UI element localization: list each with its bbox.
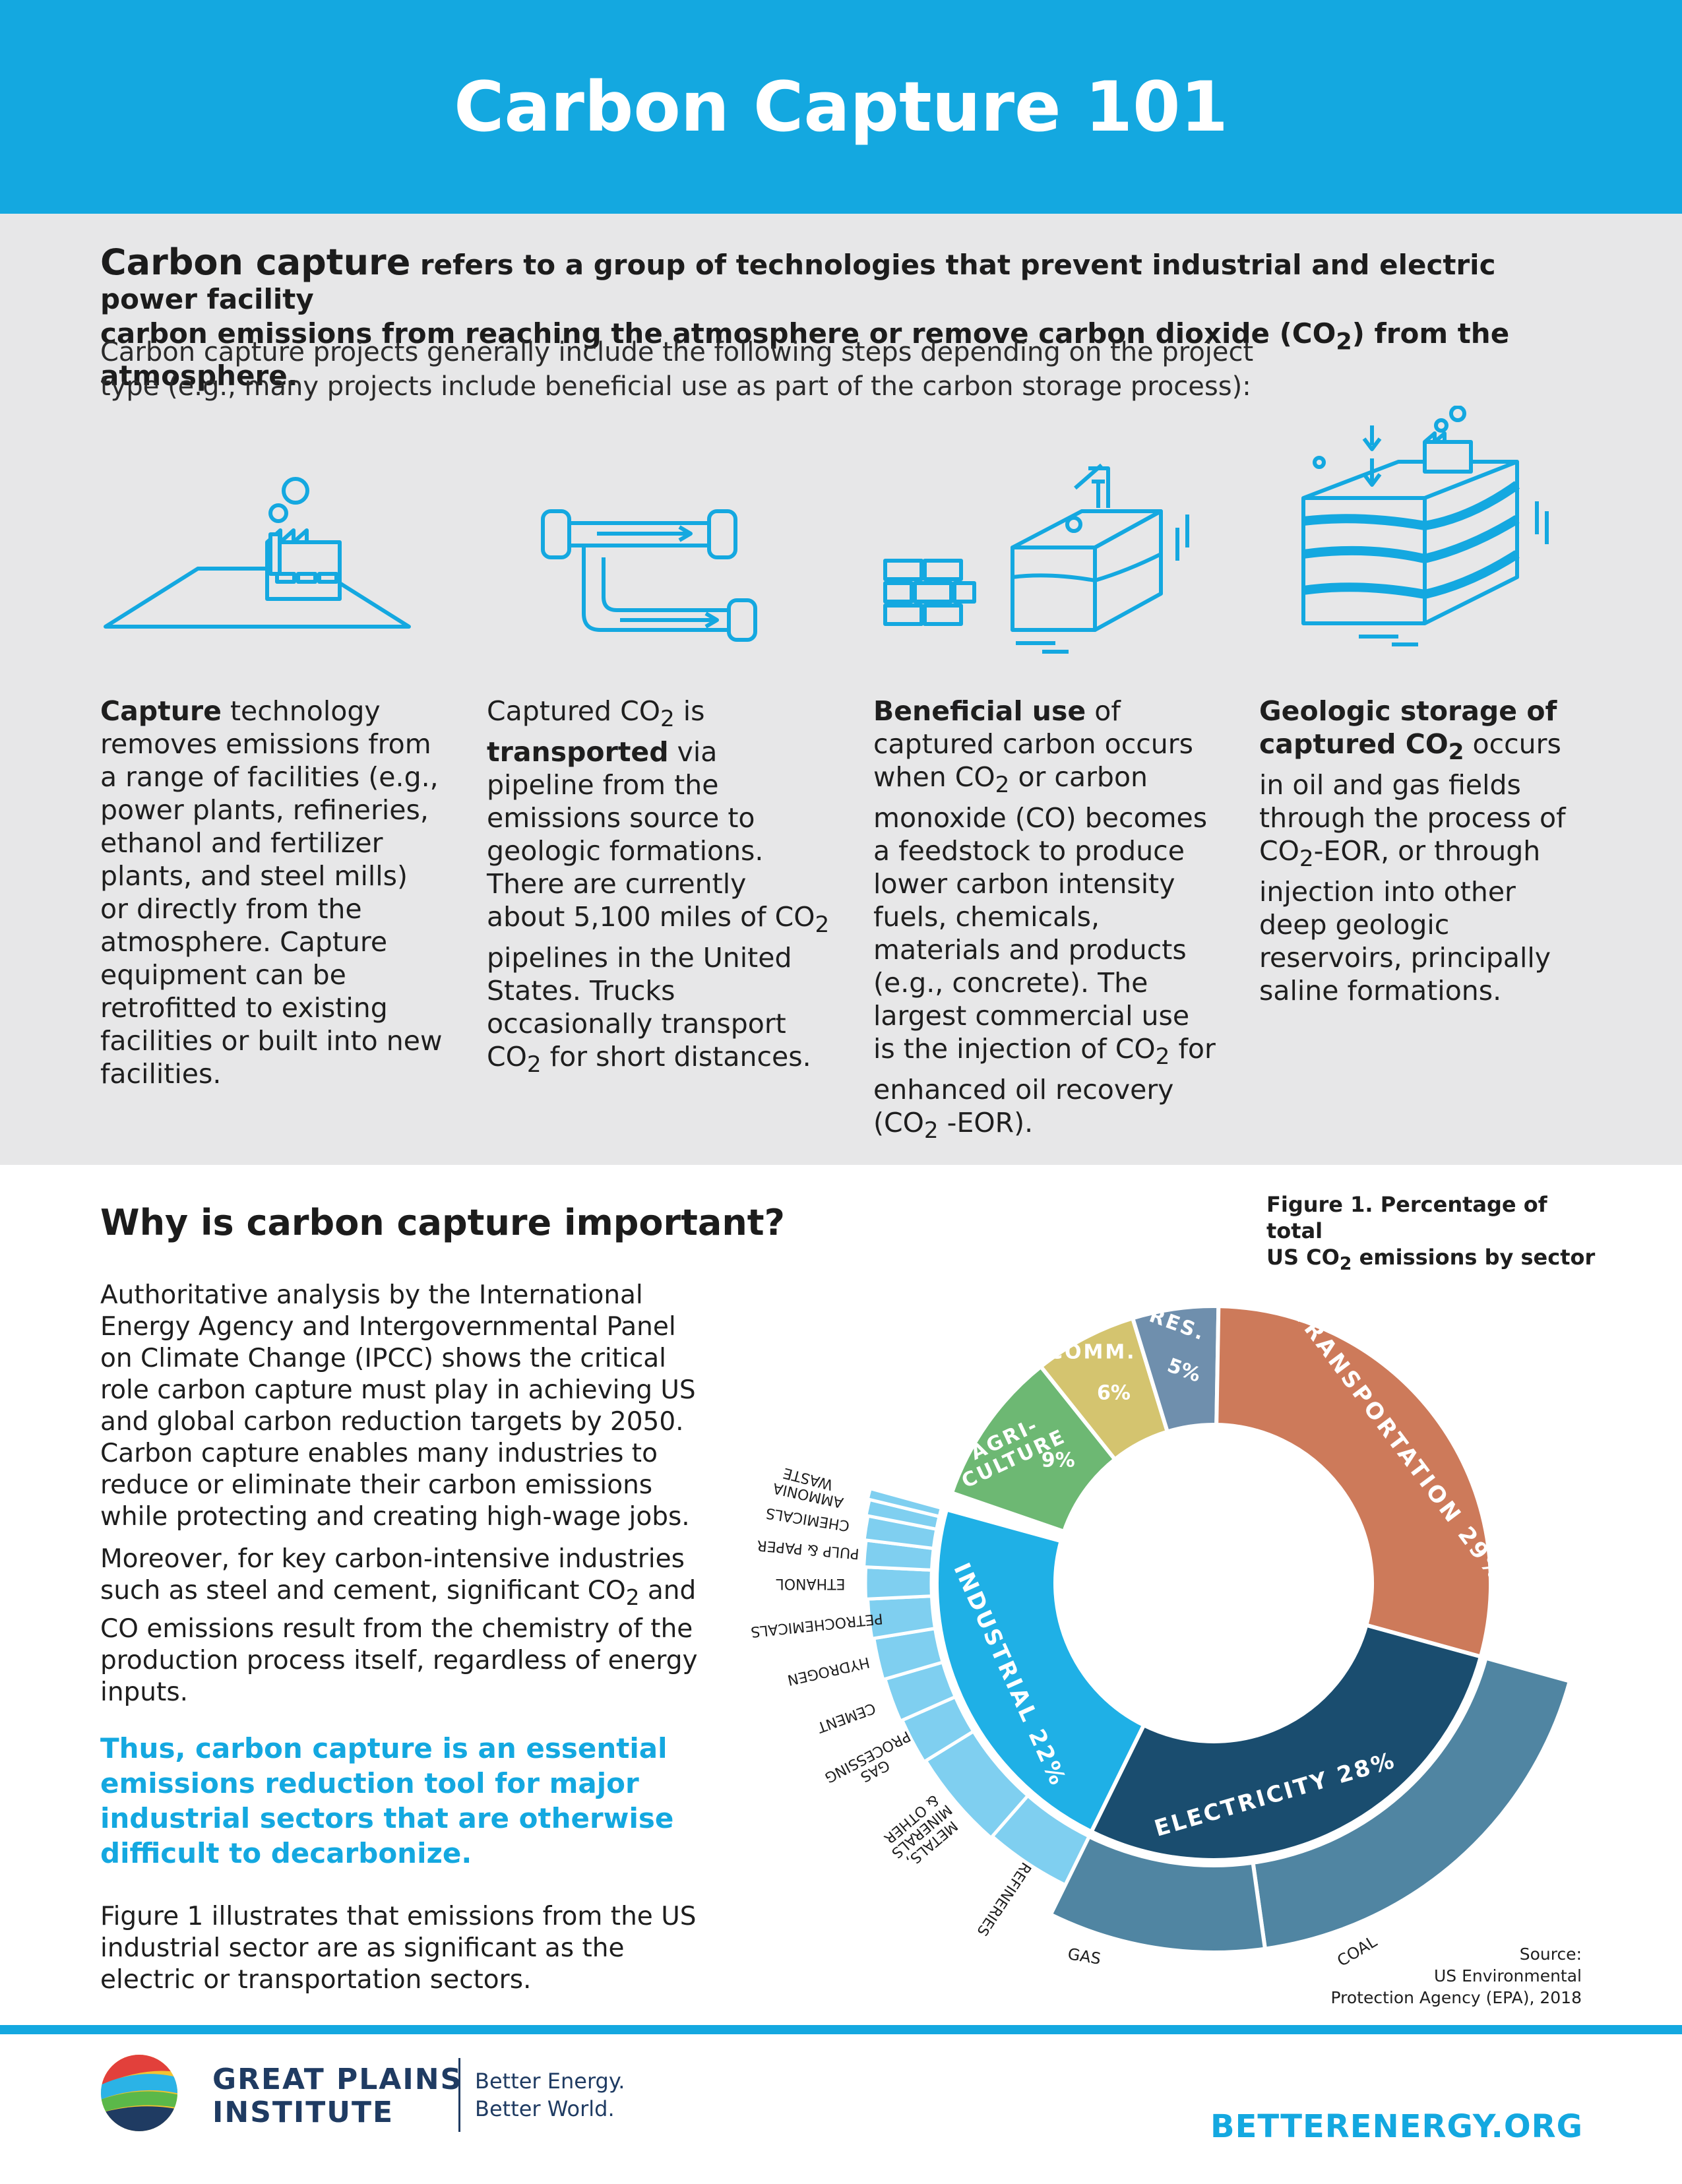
step-use-t1: of captured carbon occurs when CO — [873, 695, 1194, 793]
step-storage-t2: -EOR, or through injection into other de… — [1259, 835, 1551, 1007]
why-paragraph-2-b: and CO emissions result from the chemist… — [100, 1576, 698, 1707]
step-transport-t4: pipelines in the United States. Trucks o… — [487, 942, 792, 1073]
step-transport-t5: for short distances. — [541, 1041, 811, 1073]
step-transport-sub: 2 — [815, 912, 830, 939]
definition-rest-1: refers to a group of technologies that p… — [100, 249, 1496, 315]
figure-caption: Figure 1. Percentage of total US CO2 emi… — [1266, 1191, 1596, 1277]
sector-slice-transportation — [1214, 1304, 1493, 1660]
step-capture-body: technology removes emissions from a rang… — [100, 695, 443, 1090]
figure-caption-line2a: US CO — [1266, 1245, 1340, 1270]
commercial-label: COMM. — [1048, 1340, 1137, 1363]
agriculture-value: 9% — [1042, 1449, 1075, 1472]
sector-slice-industrial — [935, 1507, 1147, 1834]
page-title: Carbon Capture 101 — [454, 67, 1228, 147]
intro-panel — [0, 214, 1682, 1165]
why-paragraph-1: Authoritative analysis by the Internatio… — [100, 1280, 696, 1532]
figure-caption-line2b: emissions by sector — [1352, 1245, 1596, 1270]
step-storage-title-sub: 2 — [1448, 739, 1464, 766]
step-transport-t2: is — [674, 695, 705, 727]
definition-text: Carbon capture refers to a group of tech… — [100, 245, 1583, 393]
header-band — [0, 0, 1682, 214]
step-storage-sub: 2 — [1299, 846, 1314, 873]
commercial-value: 6% — [1097, 1381, 1131, 1404]
industrial-sub-label-2: GASPROCESSING — [822, 1727, 921, 1799]
why-paragraph-2-a: Moreover, for key carbon-intensive indus… — [100, 1544, 685, 1606]
industrial-sub-slice-6 — [863, 1565, 934, 1601]
why-paragraph-2-sub: 2 — [625, 1584, 640, 1610]
figure-source-line1: Source: — [1519, 1945, 1582, 1964]
step-transport-t1: Captured CO — [487, 695, 660, 727]
step-use-sub: 2 — [1155, 1044, 1170, 1071]
tagline-line2: Better World. — [475, 2096, 615, 2121]
industrial-sub-slice-10 — [865, 1486, 944, 1519]
beneficial-use-icon — [883, 463, 1189, 654]
section-title: Why is carbon capture important? — [100, 1202, 785, 1243]
step-transport-title: transported — [487, 736, 669, 768]
why-highlight-paragraph: Thus, carbon capture is an essential emi… — [100, 1732, 674, 1869]
electricity-sub-slice-gas — [1047, 1834, 1268, 1954]
why-paragraph-2: Moreover, for key carbon-intensive indus… — [100, 1544, 707, 1708]
electricity-sub-label-gas: GAS — [1067, 1945, 1102, 1968]
great-plains-logo-icon — [101, 2055, 177, 2131]
org-name-line1: GREAT PLAINS — [212, 2063, 463, 2096]
org-name: GREAT PLAINS INSTITUTE — [212, 2063, 462, 2129]
footer-rule — [0, 2025, 1682, 2034]
org-name-line2: INSTITUTE — [212, 2096, 394, 2129]
step-use-text: Beneficial use of captured carbon occurs… — [873, 695, 1216, 1148]
figure-caption-sub: 2 — [1339, 1253, 1352, 1274]
step-capture-text: Capture technology removes emissions fro… — [100, 695, 443, 1090]
industrial-sub-label-3: CEMENT — [815, 1699, 878, 1735]
definition-rest-2: carbon emissions from reaching the atmos… — [100, 317, 1336, 350]
step-transport-text: Captured CO2 is transported via pipeline… — [487, 695, 830, 1082]
definition-end: ) from the atmosphere. — [100, 317, 1510, 392]
industrial-sub-label-1: METALS,MINERALS& OTHER — [878, 1789, 966, 1873]
industrial-sub-label-5: PETROCHEMICALS — [750, 1609, 884, 1640]
step-transport-sub: 2 — [526, 1051, 542, 1078]
geologic-storage-icon — [1301, 406, 1549, 646]
industrial-sub-label-0: REFINERIES — [974, 1859, 1034, 1939]
emissions-sunburst-chart: AGRI-CULTURE9%COMM.6%RES.5%TRANSPORTATIO… — [750, 1301, 1573, 1970]
step-use-title: Beneficial use — [873, 695, 1086, 727]
step-use-t2: or carbon monoxide (CO) becomes a feedst… — [873, 761, 1208, 1065]
figure-source-line2: US Environmental — [1433, 1966, 1582, 1985]
industrial-sub-label-4: HYDROGEN — [786, 1654, 871, 1688]
sector-slice-electricity — [1088, 1623, 1483, 1862]
figure-source-line3: Protection Agency (EPA), 2018 — [1330, 1988, 1582, 2007]
step-use-t3: for enhanced oil recovery (CO — [873, 1033, 1216, 1139]
pipeline-icon — [541, 509, 757, 642]
step-use-sub: 2 — [995, 772, 1010, 799]
website-link[interactable]: BETTERENERGY.ORG — [1210, 2108, 1583, 2145]
step-storage-title: Geologic storage of captured CO — [1259, 695, 1557, 760]
tagline-line1: Better Energy. — [475, 2069, 625, 2094]
definition-subscript: 2 — [1336, 328, 1352, 356]
electricity-sub-slice-coal — [1251, 1655, 1573, 1951]
step-use-t4: -EOR). — [938, 1107, 1034, 1139]
tagline: Better Energy. Better World. — [475, 2067, 625, 2123]
step-capture-title: Capture — [100, 695, 222, 727]
step-transport-t3: via pipeline from the emissions source t… — [487, 736, 815, 933]
step-use-sub: 2 — [923, 1117, 939, 1144]
industrial-sub-label-7: PULP & PAPER — [757, 1536, 860, 1561]
steps-intro-text: Carbon capture projects generally includ… — [100, 337, 1254, 402]
industrial-sub-label-6: ETHANOL — [776, 1575, 846, 1592]
why-paragraph-4: Figure 1 illustrates that emissions from… — [100, 1902, 697, 1995]
step-storage-text: Geologic storage of captured CO2 occurs … — [1259, 695, 1589, 1007]
figure-caption-line1: Figure 1. Percentage of total — [1266, 1192, 1547, 1243]
step-transport-sub: 2 — [660, 706, 675, 733]
definition-term: Carbon capture — [100, 241, 411, 283]
figure-source: Source: US Environmental Protection Agen… — [1253, 1943, 1582, 2009]
factory-capture-icon — [104, 477, 411, 629]
step-storage-t1: occurs in oil and gas fields through the… — [1259, 728, 1566, 867]
footer-divider — [458, 2058, 460, 2132]
